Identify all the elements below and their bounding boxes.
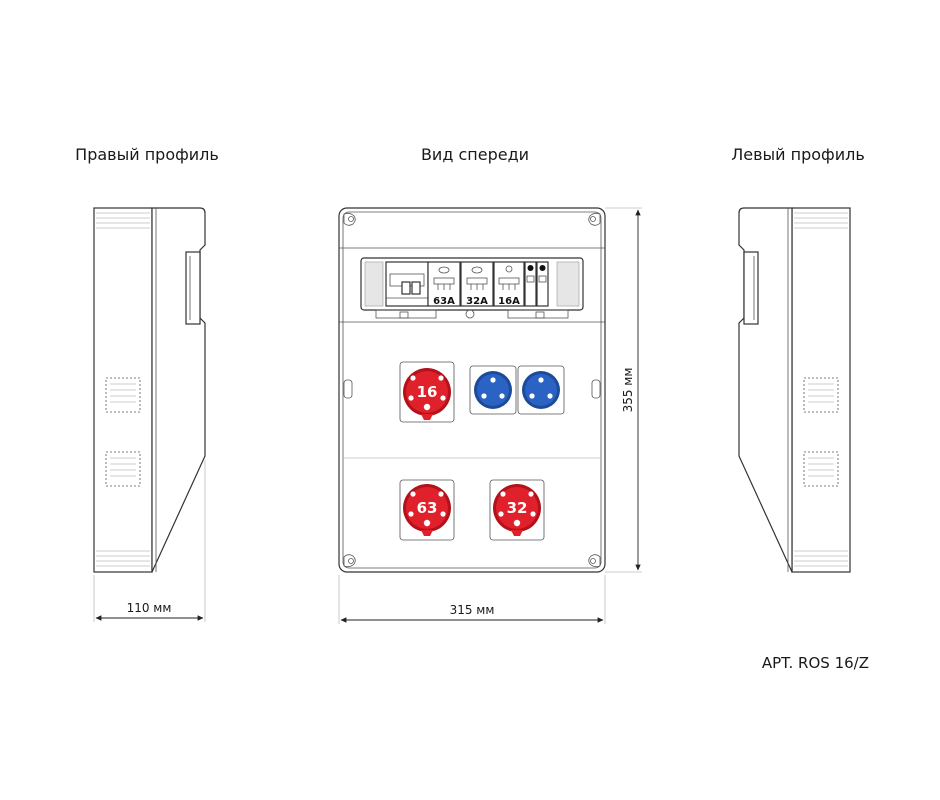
left-profile-view xyxy=(738,207,851,573)
breaker-16a-label: 16A xyxy=(498,296,520,307)
front-height-label: 355 мм xyxy=(621,368,635,413)
socket-red-63-label: 63 xyxy=(417,499,438,517)
single-breakers xyxy=(524,261,549,307)
window-screw xyxy=(465,309,475,319)
right-profile-bottom-ribs xyxy=(96,550,150,567)
socket-blue-2 xyxy=(517,365,565,415)
right-profile-handle xyxy=(185,251,201,325)
breaker-window-right-blank xyxy=(556,261,580,307)
front-view: 63A 32A 16A xyxy=(338,207,642,624)
right-profile-heading: Правый профиль xyxy=(75,145,219,164)
left-profile-top-ribs xyxy=(794,212,848,229)
front-width-label: 315 мм xyxy=(450,603,495,617)
right-profile-vent-top xyxy=(105,377,141,413)
socket-red-32-label: 32 xyxy=(507,499,528,517)
breaker-32a-label: 32A xyxy=(466,296,488,307)
socket-blue-1 xyxy=(469,365,517,415)
breaker-63a-label: 63A xyxy=(433,296,455,307)
right-profile-depth-label: 110 мм xyxy=(127,601,172,615)
left-profile-vent-bottom xyxy=(803,451,839,487)
front-view-heading: Вид спереди xyxy=(421,145,529,164)
breaker-63a: 63A xyxy=(427,261,461,307)
left-profile-vent-top xyxy=(803,377,839,413)
socket-red-32: 32 xyxy=(489,479,545,541)
left-profile-handle xyxy=(743,251,759,325)
socket-red-63: 63 xyxy=(399,479,455,541)
socket-red-16-label: 16 xyxy=(417,383,438,401)
rcd-module xyxy=(385,261,429,307)
left-profile-bottom-ribs xyxy=(794,550,848,567)
right-profile-top-ribs xyxy=(96,212,150,229)
breaker-window-left-blank xyxy=(364,261,384,307)
product-code: APT. ROS 16/Z xyxy=(762,654,869,672)
breaker-16a: 16A xyxy=(493,261,525,307)
front-corner-screws xyxy=(343,212,601,568)
socket-red-16: 16 xyxy=(399,361,455,423)
right-profile-vent-bottom xyxy=(105,451,141,487)
front-side-clips xyxy=(343,379,601,399)
left-profile-heading: Левый профиль xyxy=(731,145,865,164)
breaker-32a: 32A xyxy=(460,261,494,307)
right-profile-view: 110 мм xyxy=(93,207,206,622)
